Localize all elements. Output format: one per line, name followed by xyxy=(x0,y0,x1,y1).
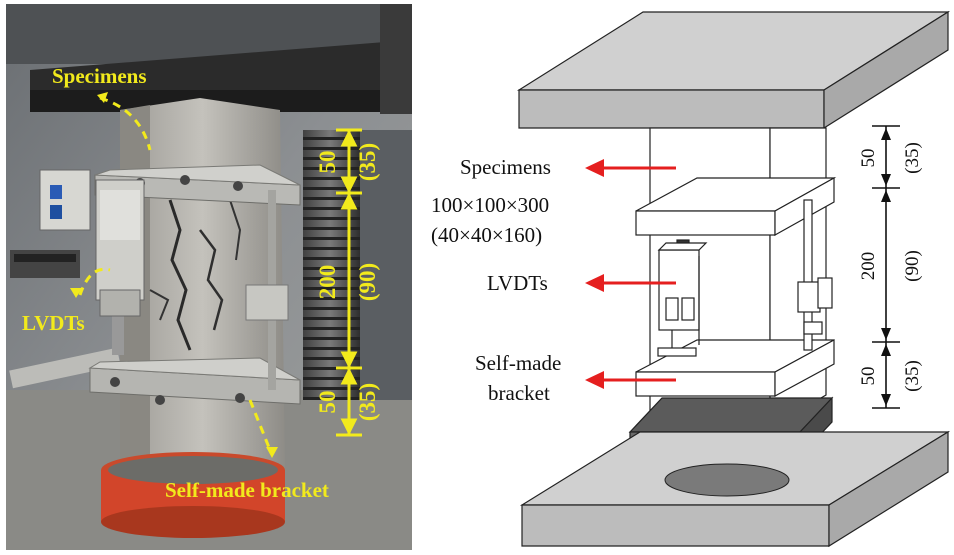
diagram-dim-bottom: 50 xyxy=(858,367,879,386)
photo-dimension-lines xyxy=(336,128,362,437)
photo-label-specimens: Specimens xyxy=(52,64,147,88)
photo-dim-top-small: (35) xyxy=(355,143,380,181)
diagram-label-specimens: Specimens xyxy=(460,155,551,179)
diagram-label-size-small: (40×40×160) xyxy=(431,223,542,247)
test-setup-diagram: Specimens 100×100×300 (40×40×160) LVDTs … xyxy=(431,10,951,548)
photo-dim-bottom-small: (35) xyxy=(355,383,380,421)
side-rods xyxy=(797,199,833,351)
photo-label-lvdts: LVDTs xyxy=(22,311,85,335)
photo-dim-top: 50 xyxy=(315,151,340,174)
upper-bracket xyxy=(635,176,837,237)
bottom-loading-plate xyxy=(519,430,951,548)
diagram-arrows xyxy=(585,159,676,389)
diagram-dim-top-small: (35) xyxy=(902,142,923,174)
lvdt-device xyxy=(657,239,708,357)
photo-dim-middle: 200 xyxy=(315,265,340,300)
lower-bracket xyxy=(635,338,835,398)
diagram-label-lvdts: LVDTs xyxy=(487,271,548,295)
diagram-dim-middle: 200 xyxy=(858,252,879,281)
test-setup-photo: Specimens LVDTs Self-made bracket 50 (35… xyxy=(6,4,412,550)
photo-dim-middle-small: (90) xyxy=(355,263,380,301)
diagram-dim-middle-small: (90) xyxy=(902,250,923,282)
diagram-label-bracket-line1: Self-made xyxy=(475,351,561,375)
photo-label-bracket: Self-made bracket xyxy=(165,478,329,502)
diagram-dim-top: 50 xyxy=(858,149,879,168)
diagram-label-bracket-line2: bracket xyxy=(488,381,550,405)
diagram-label-size-large: 100×100×300 xyxy=(431,193,549,217)
photo-dim-bottom: 50 xyxy=(315,391,340,414)
diagram-dimension-lines xyxy=(872,125,900,409)
photo-pointer-lines xyxy=(78,96,272,451)
diagram-dim-bottom-small: (35) xyxy=(902,360,923,392)
